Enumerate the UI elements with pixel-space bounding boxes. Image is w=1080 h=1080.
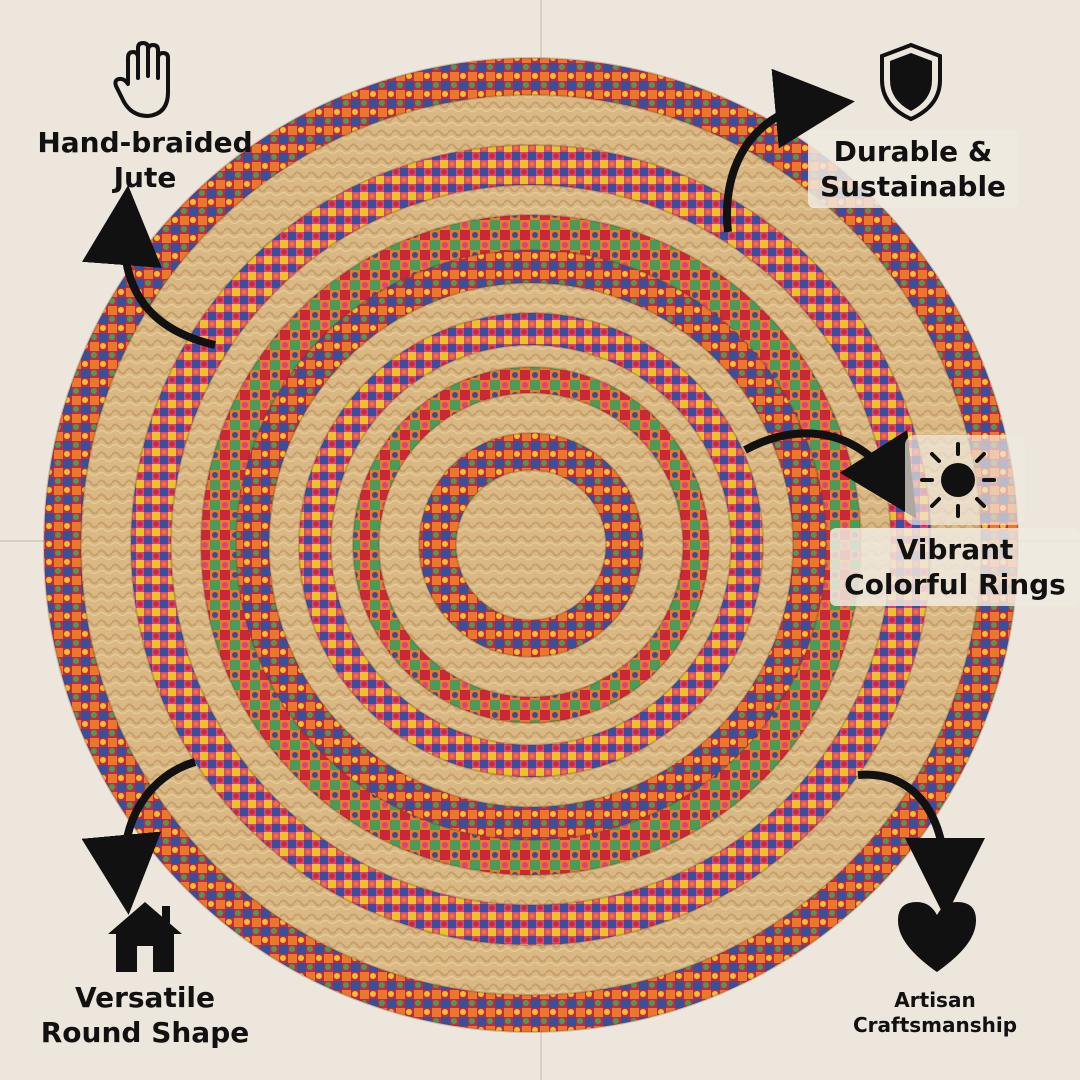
feature-label-line: Hand-braided	[37, 126, 253, 159]
feature-label-line: Vibrant	[896, 533, 1014, 566]
feature-label-durable-sustainable: Durable & Sustainable	[808, 130, 1018, 208]
shield-icon	[880, 42, 942, 122]
hand-icon	[113, 41, 170, 118]
feature-label-line: Colorful Rings	[844, 568, 1066, 601]
jute-ring	[455, 469, 607, 621]
feature-label-line: Versatile	[74, 981, 216, 1014]
arrow-hand-braided	[82, 185, 216, 349]
arrow-vibrant	[743, 429, 917, 519]
arrow-versatile	[81, 758, 197, 915]
feature-label-line: Craftsmanship	[852, 1013, 1018, 1037]
feature-label-artisan-craftsmanship: Artisan Craftsmanship	[840, 988, 1030, 1038]
arrow-artisan	[857, 770, 985, 918]
heart-icon	[898, 902, 976, 972]
feature-label-line: Jute	[113, 161, 177, 194]
house-icon	[108, 902, 182, 972]
feature-label-line: Sustainable	[819, 170, 1007, 203]
feature-label-hand-braided-jute: Hand-braided Jute	[20, 125, 270, 195]
feature-label-versatile-round-shape: Versatile Round Shape	[20, 980, 270, 1050]
feature-label-vibrant-colorful-rings: Vibrant Colorful Rings	[830, 528, 1080, 606]
feature-label-line: Artisan	[894, 988, 976, 1012]
feature-label-line: Round Shape	[40, 1016, 250, 1049]
feature-label-line: Durable &	[833, 135, 993, 168]
sun-icon	[920, 442, 996, 518]
arrow-durable	[723, 68, 855, 233]
